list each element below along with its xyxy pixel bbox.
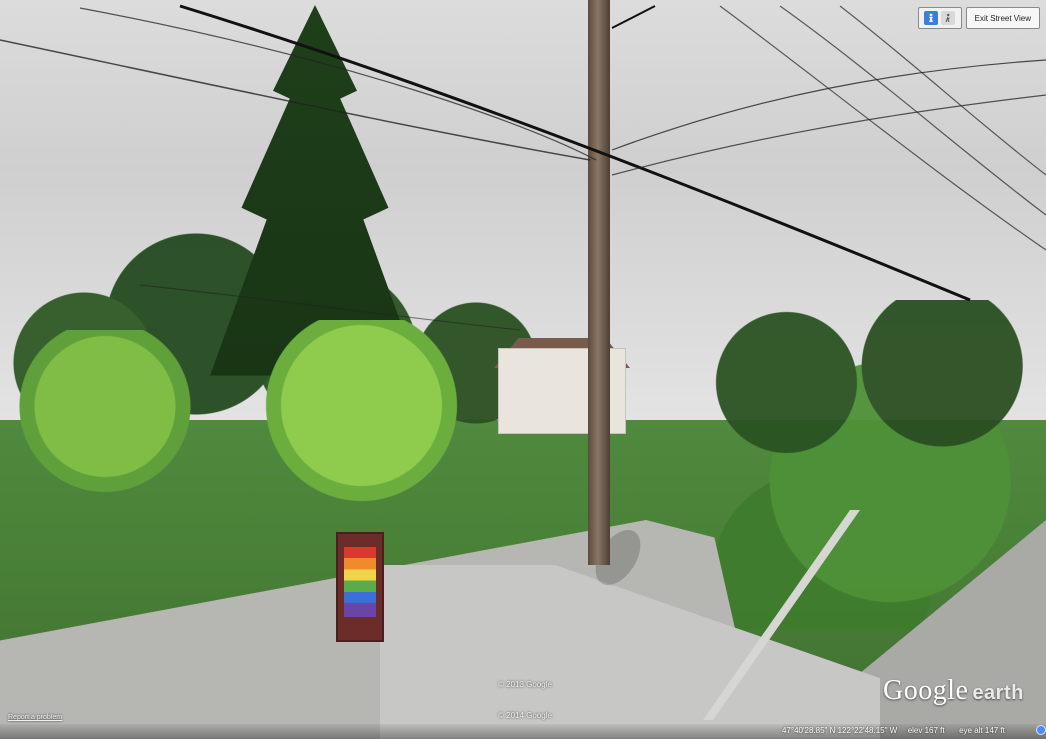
walk-icon[interactable] [941,11,956,25]
earth-wordmark: earth [972,682,1024,704]
utility-pole [588,0,610,565]
copyright-2013: © 2013 Google [498,680,552,689]
status-indicator-icon [1036,725,1046,735]
status-bar [0,724,1046,739]
bright-tree-left [0,330,210,500]
report-problem-link[interactable]: Report a problem [8,714,63,721]
copyright-2014: © 2014 Google [498,711,552,720]
navigation-mode-control[interactable] [917,7,962,29]
bright-tree-center [240,320,510,510]
eye-alt-readout: eye alt 147 ft [959,726,1005,735]
google-wordmark: Google [883,675,969,706]
person-icon[interactable] [924,11,939,25]
status-readout: 47°40'28.85" N 122°22'48.15" W elev 167 … [782,726,1005,735]
exit-street-view-button[interactable]: Exit Street View [965,7,1040,29]
park-sign-rainbow [344,547,376,617]
top-right-controls: Exit Street View [917,7,1040,29]
coordinates-readout: 47°40'28.85" N 122°22'48.15" W [782,726,898,735]
elevation-readout: elev 167 ft [907,726,945,735]
